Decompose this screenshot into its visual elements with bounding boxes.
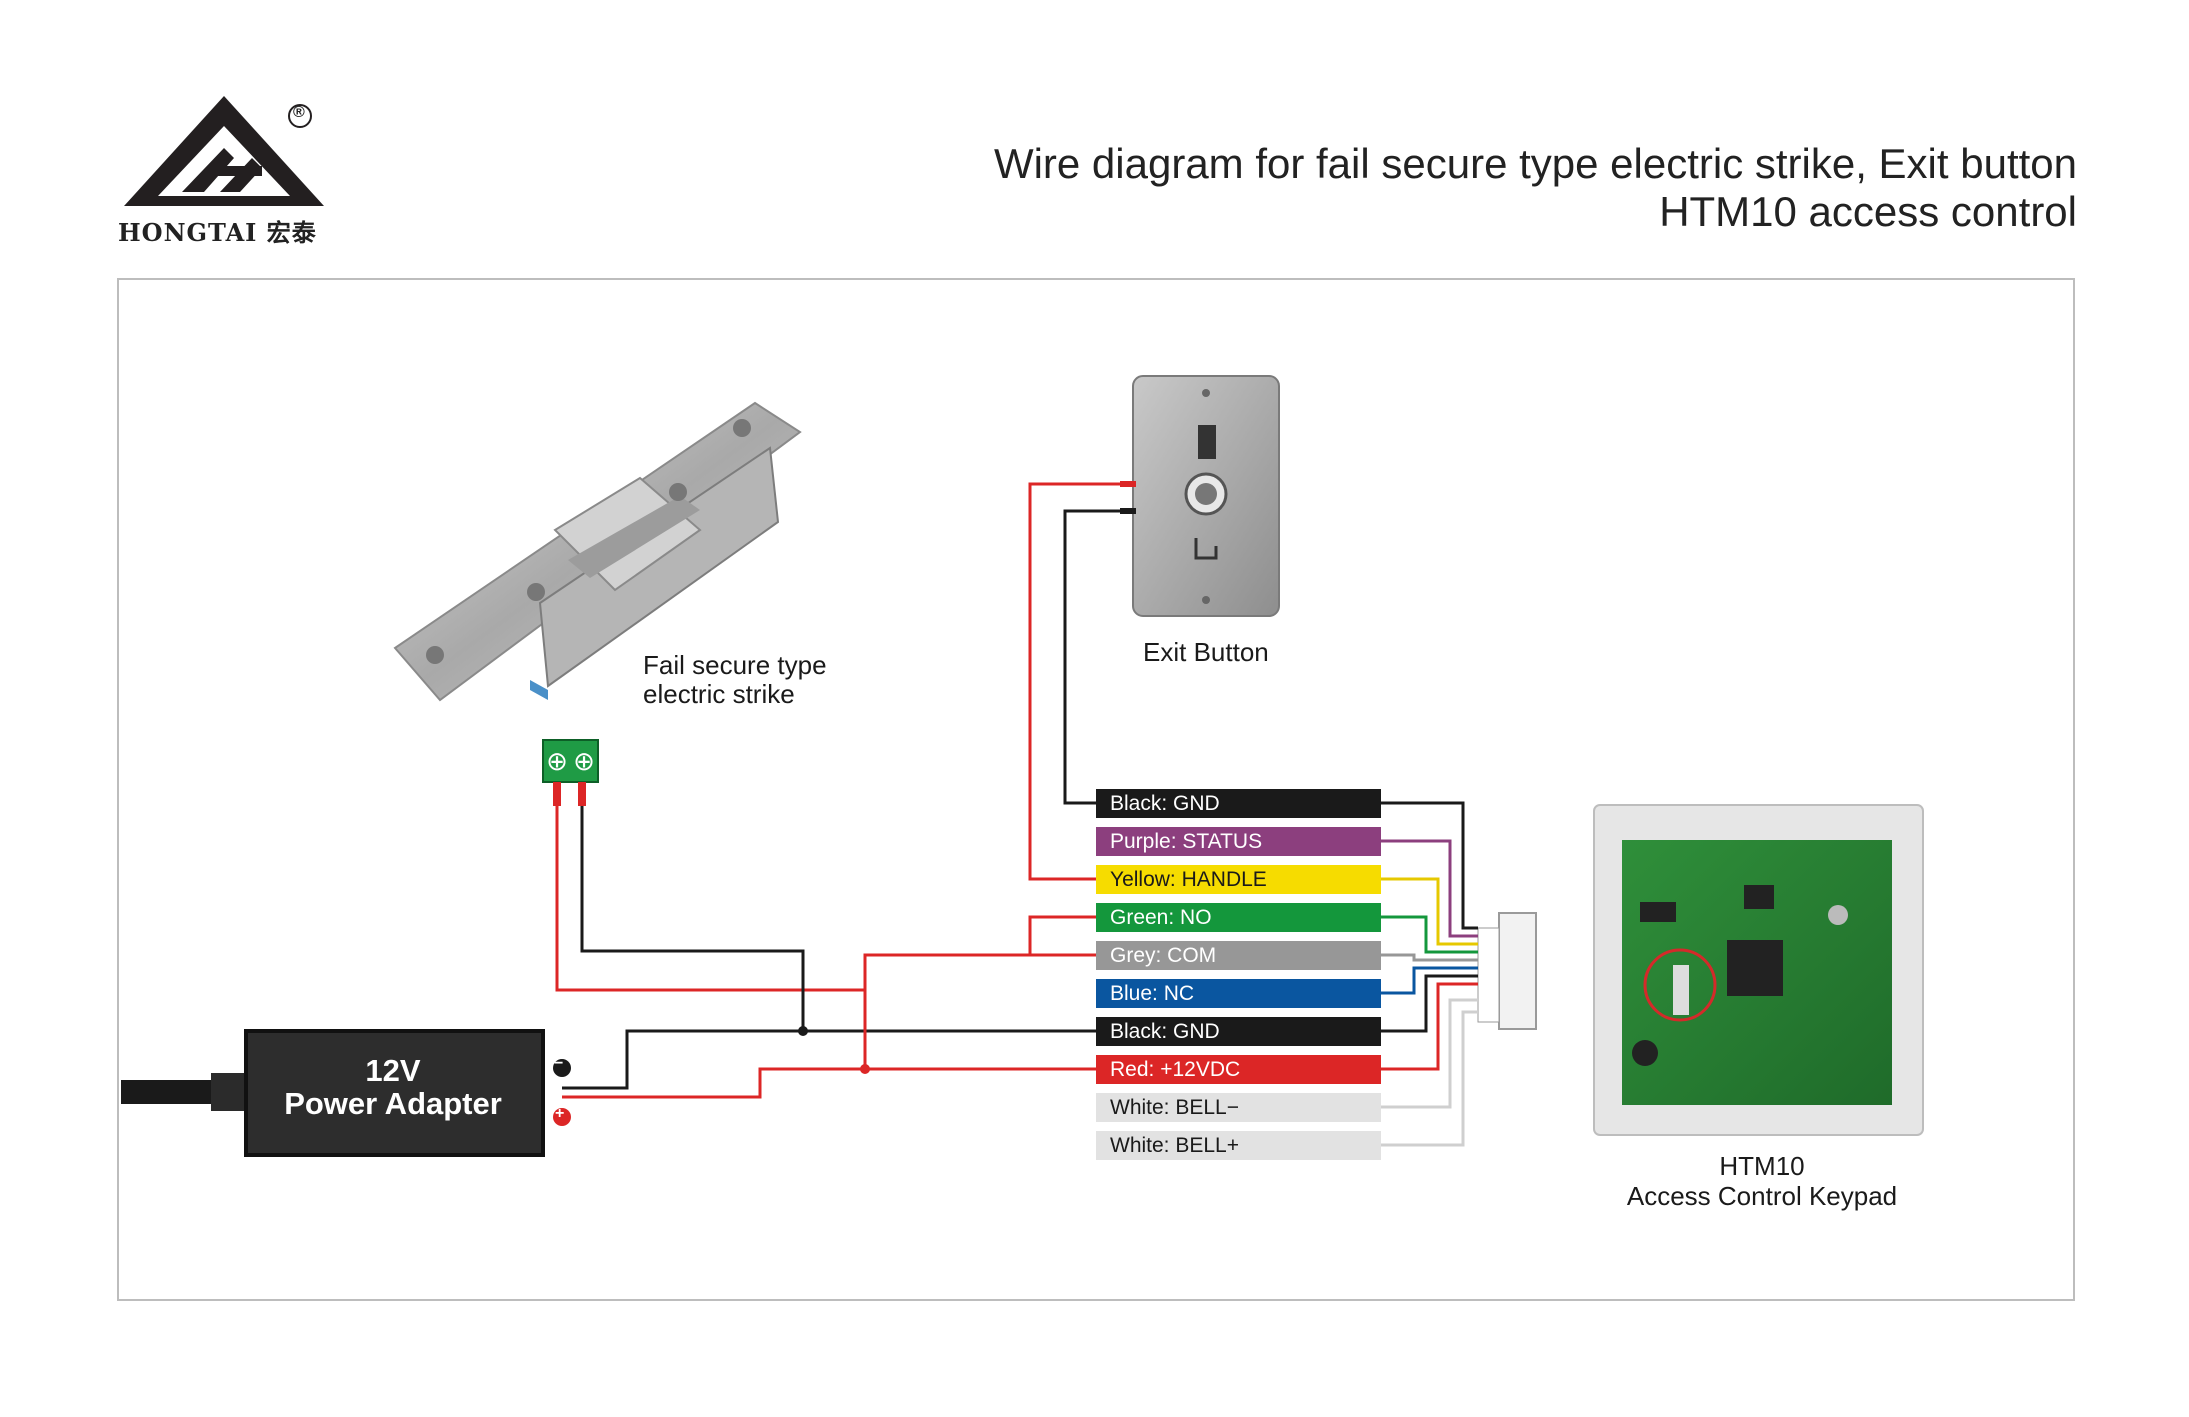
wire-label: Grey: COM	[1096, 941, 1381, 970]
electric-strike-image	[393, 401, 802, 702]
keypad-image	[1593, 804, 1924, 1136]
positive-terminal-symbol: +	[555, 1105, 565, 1122]
wire-label: White: BELL+	[1096, 1131, 1381, 1160]
power-adapter-voltage: 12V	[365, 1053, 421, 1088]
negative-terminal-symbol: −	[554, 1055, 564, 1072]
diagram-title: Wire diagram for fail secure type electr…	[993, 140, 2077, 187]
diagram-subtitle: HTM10 access control	[1659, 188, 2077, 235]
strike-label-line1: Fail secure type	[643, 650, 827, 680]
power-adapter-name: Power Adapter	[284, 1086, 502, 1121]
keypad-label: HTM10 Access Control Keypad	[1612, 1151, 1912, 1211]
svg-text:⊕: ⊕	[573, 747, 595, 777]
wire-label: Green: NO	[1096, 903, 1381, 932]
power-adapter-label: 12V Power Adapter	[243, 1054, 543, 1120]
exit-button-label: Exit Button	[1143, 637, 1269, 667]
hongtai-logo	[124, 96, 324, 206]
wire-label: Purple: STATUS	[1096, 827, 1381, 856]
wire-label: Black: GND	[1096, 1017, 1381, 1046]
diagram-frame	[117, 278, 2075, 1301]
keypad-connector	[1477, 912, 1537, 1030]
exit-button-image	[1120, 375, 1280, 617]
wire-label: Yellow: HANDLE	[1096, 865, 1381, 894]
svg-text:⊕: ⊕	[546, 747, 568, 777]
keypad-model: HTM10	[1719, 1151, 1805, 1181]
strike-label-line2: electric strike	[643, 679, 795, 709]
registered-mark: ®	[293, 104, 305, 121]
brand-name: HONGTAI 宏泰	[118, 218, 317, 247]
strike-terminal-block: ⊕ ⊕	[542, 739, 599, 806]
wire-label: White: BELL−	[1096, 1093, 1381, 1122]
power-adapter-image	[121, 1029, 571, 1157]
wire-label: Black: GND	[1096, 789, 1381, 818]
wire-label: Red: +12VDC	[1096, 1055, 1381, 1084]
wire-label: Blue: NC	[1096, 979, 1381, 1008]
keypad-name: Access Control Keypad	[1626, 1181, 1898, 1211]
